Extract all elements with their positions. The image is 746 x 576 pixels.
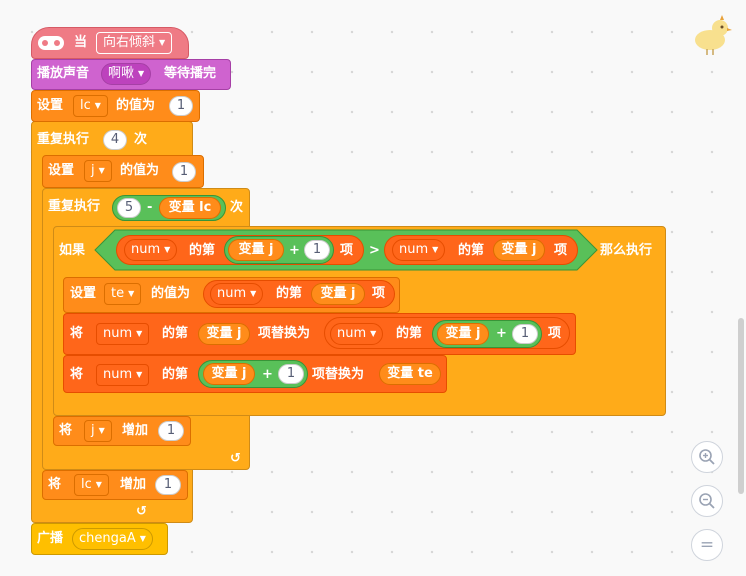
repeat-inner-times-label: 次	[230, 200, 244, 215]
tilt-dropdown[interactable]: 向右倾斜▼	[96, 32, 173, 54]
repeat-outer-count[interactable]: 4	[103, 130, 127, 150]
item-label: 项	[548, 326, 562, 341]
zoom-reset-button[interactable]: =	[691, 529, 723, 561]
var-j-reporter[interactable]: 变量 j	[203, 363, 255, 385]
var-j-reporter[interactable]: 变量 j	[437, 323, 489, 345]
plus-sign: +	[262, 367, 273, 382]
broadcast-label: 广播	[37, 531, 64, 546]
replace-prefix-label: 将	[70, 367, 84, 382]
set-j-value[interactable]: 1	[172, 162, 196, 182]
item-of-label: 的第	[396, 326, 423, 341]
vertical-scrollbar[interactable]	[738, 318, 744, 494]
var-lc-reporter[interactable]: 变量 lc	[159, 197, 221, 219]
item-of-label: 的第	[458, 243, 485, 258]
subtract-left[interactable]: 5	[117, 198, 141, 218]
item-of-label: 的第	[162, 367, 189, 382]
item-of-label: 的第	[276, 286, 303, 301]
change-lc-value[interactable]: 1	[155, 475, 181, 495]
var-j-reporter[interactable]: 变量 j	[311, 283, 365, 305]
var-j-reporter[interactable]: 变量 j	[493, 239, 545, 261]
item-label: 项	[372, 286, 386, 301]
then-label: 那么执行	[600, 243, 653, 258]
value-is-label: 的值为	[151, 286, 191, 301]
var-j-dropdown[interactable]: j▼	[84, 160, 112, 182]
play-sound-label: 播放声音	[37, 66, 90, 81]
greater-sign: >	[369, 243, 380, 258]
loop-arrow-icon: ↺	[230, 451, 241, 466]
set-lc-block[interactable]	[31, 90, 200, 122]
replace-prefix-label: 将	[70, 326, 84, 341]
change-j-value[interactable]: 1	[158, 421, 184, 441]
zoom-out-icon	[699, 493, 715, 509]
wait-until-done-label: 等待播完	[164, 66, 217, 81]
var-lc-dropdown[interactable]: lc▼	[74, 474, 109, 496]
replace-with-label: 项替换为	[312, 367, 365, 382]
change-by-label: 增加	[120, 477, 147, 492]
var-j-reporter[interactable]: 变量 j	[198, 323, 250, 345]
list-num-dropdown[interactable]: num▼	[96, 364, 150, 386]
bird-icon	[695, 15, 732, 55]
var-te-dropdown[interactable]: te▼	[104, 283, 142, 305]
controller-icon	[38, 36, 64, 50]
list-num-dropdown[interactable]: num▼	[392, 239, 446, 261]
change-by-label: 增加	[122, 423, 149, 438]
list-num-dropdown[interactable]: num▼	[124, 239, 178, 261]
plus-sign: +	[496, 326, 507, 341]
list-num-dropdown[interactable]: num▼	[330, 323, 384, 345]
list-num-dropdown[interactable]: num▼	[96, 323, 150, 345]
zoom-in-button[interactable]	[691, 441, 723, 473]
replace-with-label: 项替换为	[258, 326, 311, 341]
if-label: 如果	[59, 243, 86, 258]
plus-sign: +	[289, 243, 300, 258]
minus-sign: -	[147, 200, 153, 215]
sound-dropdown[interactable]: 啊啾▼	[101, 63, 152, 85]
add-right-value[interactable]: 1	[278, 364, 304, 384]
repeat-outer-label: 重复执行	[37, 132, 90, 147]
zoom-in-icon	[699, 449, 715, 465]
set-label: 设置	[48, 163, 75, 178]
item-label: 项	[554, 243, 568, 258]
item-label: 项	[340, 243, 354, 258]
add-right-value[interactable]: 1	[304, 240, 330, 260]
var-j-dropdown[interactable]: j▼	[84, 420, 112, 442]
hat-when-label: 当	[74, 35, 88, 50]
equals-icon: =	[699, 535, 715, 555]
sprite-thumbnail[interactable]	[690, 12, 734, 56]
item-of-label: 的第	[162, 326, 189, 341]
repeat-outer-times-label: 次	[134, 132, 148, 147]
set-label: 设置	[70, 286, 97, 301]
repeat-inner-label: 重复执行	[48, 199, 101, 214]
set-lc-value[interactable]: 1	[169, 96, 193, 116]
value-is-label: 的值为	[116, 98, 156, 113]
loop-arrow-icon: ↺	[136, 504, 147, 519]
var-te-reporter[interactable]: 变量 te	[379, 363, 441, 385]
zoom-out-button[interactable]	[691, 485, 723, 517]
add-right-value[interactable]: 1	[512, 324, 538, 344]
list-num-dropdown[interactable]: num▼	[210, 283, 264, 305]
item-of-label: 的第	[189, 243, 216, 258]
message-dropdown[interactable]: chengaA▼	[72, 528, 153, 550]
var-j-reporter[interactable]: 变量 j	[228, 239, 284, 261]
change-prefix-label: 将	[59, 423, 73, 438]
change-prefix-label: 将	[48, 477, 62, 492]
set-label: 设置	[37, 98, 64, 113]
value-is-label: 的值为	[120, 163, 160, 178]
var-lc-dropdown[interactable]: lc▼	[73, 95, 108, 117]
